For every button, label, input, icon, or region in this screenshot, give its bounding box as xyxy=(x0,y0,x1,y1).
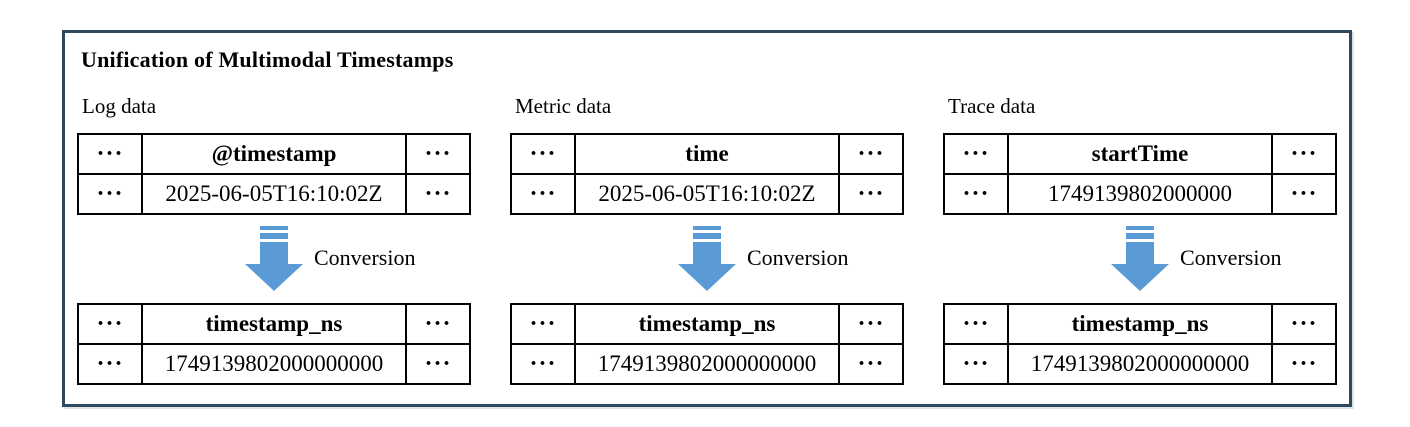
ellipsis-cell: ··· xyxy=(1271,133,1337,175)
diagram-title: Unification of Multimodal Timestamps xyxy=(81,47,454,72)
field-value-cell: 2025-06-05T16:10:02Z xyxy=(574,173,840,215)
conversion-label: Conversion xyxy=(314,244,416,270)
conversion-label: Conversion xyxy=(747,244,849,270)
conversion-label: Conversion xyxy=(1180,244,1282,270)
table-header-row: ··· time ··· xyxy=(510,133,904,175)
field-value-cell: 1749139802000000000 xyxy=(141,343,407,385)
field-name-cell: @timestamp xyxy=(141,133,407,175)
columns-row: Log data ··· @timestamp ··· ··· 2025-06-… xyxy=(77,93,1337,385)
ellipsis-cell: ··· xyxy=(838,133,904,175)
conversion-arrow-icon xyxy=(1111,226,1169,291)
ellipsis-cell: ··· xyxy=(405,133,471,175)
table-header-row: ··· startTime ··· xyxy=(943,133,1337,175)
ellipsis-cell: ··· xyxy=(1271,173,1337,215)
ellipsis-cell: ··· xyxy=(838,343,904,385)
ellipsis-cell: ··· xyxy=(943,303,1009,345)
field-name-cell: time xyxy=(574,133,840,175)
ellipsis-cell: ··· xyxy=(838,173,904,215)
ellipsis-cell: ··· xyxy=(77,173,143,215)
field-value-cell: 1749139802000000000 xyxy=(574,343,840,385)
diagram-content: Unification of Multimodal Timestamps Log… xyxy=(65,33,1349,385)
ellipsis-cell: ··· xyxy=(405,173,471,215)
log-data-label: Log data xyxy=(82,94,157,118)
conversion-step: Conversion xyxy=(77,215,471,303)
ellipsis-cell: ··· xyxy=(1271,303,1337,345)
field-value-cell: 2025-06-05T16:10:02Z xyxy=(141,173,407,215)
table-value-row: ··· 1749139802000000000 ··· xyxy=(510,343,904,385)
ellipsis-cell: ··· xyxy=(405,343,471,385)
table-header-row: ··· timestamp_ns ··· xyxy=(77,303,471,345)
field-name-cell: timestamp_ns xyxy=(141,303,407,345)
column-log: Log data ··· @timestamp ··· ··· 2025-06-… xyxy=(77,93,471,385)
ellipsis-cell: ··· xyxy=(943,133,1009,175)
ellipsis-cell: ··· xyxy=(510,133,576,175)
ellipsis-cell: ··· xyxy=(77,303,143,345)
column-trace: Trace data ··· startTime ··· ··· 1749139… xyxy=(943,93,1337,385)
conversion-arrow-icon xyxy=(678,226,736,291)
table-header-row: ··· timestamp_ns ··· xyxy=(510,303,904,345)
trace-data-label: Trace data xyxy=(948,94,1036,118)
ellipsis-cell: ··· xyxy=(77,133,143,175)
trace-result-table: ··· timestamp_ns ··· ··· 174913980200000… xyxy=(943,303,1337,385)
field-value-cell: 1749139802000000000 xyxy=(1007,343,1273,385)
field-name-cell: timestamp_ns xyxy=(574,303,840,345)
field-name-cell: timestamp_ns xyxy=(1007,303,1273,345)
ellipsis-cell: ··· xyxy=(510,173,576,215)
table-value-row: ··· 1749139802000000000 ··· xyxy=(77,343,471,385)
ellipsis-cell: ··· xyxy=(943,343,1009,385)
ellipsis-cell: ··· xyxy=(405,303,471,345)
metric-source-table: ··· time ··· ··· 2025-06-05T16:10:02Z ··… xyxy=(510,133,904,215)
table-value-row: ··· 1749139802000000 ··· xyxy=(943,173,1337,215)
field-name-cell: startTime xyxy=(1007,133,1273,175)
table-header-row: ··· @timestamp ··· xyxy=(77,133,471,175)
conversion-step: Conversion xyxy=(943,215,1337,303)
ellipsis-cell: ··· xyxy=(1271,343,1337,385)
table-value-row: ··· 2025-06-05T16:10:02Z ··· xyxy=(510,173,904,215)
table-header-row: ··· timestamp_ns ··· xyxy=(943,303,1337,345)
ellipsis-cell: ··· xyxy=(943,173,1009,215)
log-result-table: ··· timestamp_ns ··· ··· 174913980200000… xyxy=(77,303,471,385)
metric-result-table: ··· timestamp_ns ··· ··· 174913980200000… xyxy=(510,303,904,385)
conversion-step: Conversion xyxy=(510,215,904,303)
ellipsis-cell: ··· xyxy=(510,343,576,385)
ellipsis-cell: ··· xyxy=(77,343,143,385)
metric-data-label: Metric data xyxy=(515,94,612,118)
column-metric: Metric data ··· time ··· ··· 2025-06-05T… xyxy=(510,93,904,385)
table-value-row: ··· 1749139802000000000 ··· xyxy=(943,343,1337,385)
ellipsis-cell: ··· xyxy=(838,303,904,345)
trace-source-table: ··· startTime ··· ··· 1749139802000000 ·… xyxy=(943,133,1337,215)
ellipsis-cell: ··· xyxy=(510,303,576,345)
conversion-arrow-icon xyxy=(245,226,303,291)
diagram-frame: Unification of Multimodal Timestamps Log… xyxy=(62,30,1352,407)
table-value-row: ··· 2025-06-05T16:10:02Z ··· xyxy=(77,173,471,215)
log-source-table: ··· @timestamp ··· ··· 2025-06-05T16:10:… xyxy=(77,133,471,215)
field-value-cell: 1749139802000000 xyxy=(1007,173,1273,215)
